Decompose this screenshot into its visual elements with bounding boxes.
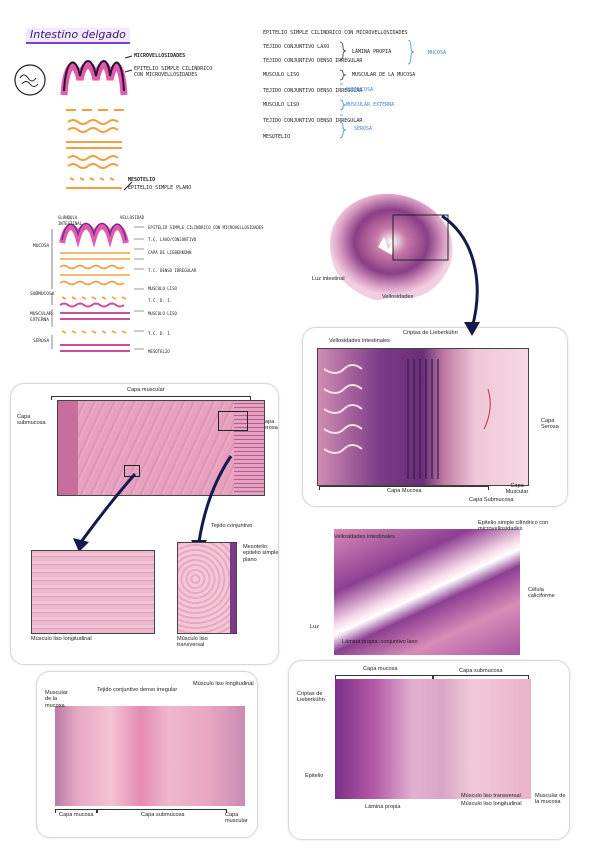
right-label: T.C. LAXO/CONJUNTIVO (148, 237, 197, 242)
label-longitudinal: Músculo liso longitudinal (461, 801, 522, 807)
mucosa-image (334, 529, 520, 655)
label-tejido-conjuntivo: Tejido conjuntivo (211, 523, 253, 529)
label-longitudinal: Músculo liso longitudinal (193, 681, 254, 687)
group-label-mucosa: MUCOSA (428, 50, 447, 56)
top-label: GLÁNDULA INTESTINAL (58, 215, 83, 226)
label-criptas: Criptas de Lieberkühn (297, 691, 325, 704)
muscle-image (57, 400, 265, 496)
label-criptas: Criptas de Lieberkühn (403, 330, 458, 336)
label-transversal: Músculo liso transversal (461, 793, 521, 799)
label-epitelio: EPITELIO SIMPLE CILINDRICO CON MICROVELL… (134, 66, 213, 78)
side-label: SEROSA (33, 339, 50, 344)
layer-row: MESOTELIO (263, 134, 291, 140)
longitudinal-muscle-image (31, 550, 155, 634)
layer-row: TEJIDO CONJUNTIVO LAXO (263, 44, 330, 50)
group-label: LÁMINA PROPIA (352, 49, 392, 55)
layers-image (335, 679, 531, 799)
bracket-capa-submucosa (97, 809, 227, 813)
layer-row: EPITELIO SIMPLE CILINDRICO CON MICROVELL… (263, 30, 408, 36)
right-label: MUSCULO LISO (148, 311, 177, 316)
label-vellosidades: Vellosidades intestinales (334, 534, 395, 540)
side-label: MUSCULAR EXTERNA (30, 312, 52, 323)
bracket-capa-muscular (51, 396, 251, 400)
villi-drawing (14, 55, 133, 191)
side-label: MUCOSA (33, 244, 50, 249)
panel-cross-section: Luz intestinal Vellosidades (300, 185, 470, 315)
panel-mucosa-detail: Vellosidades intestinales Epitelio simpl… (298, 513, 568, 663)
label-epitelio: Epitelio simple cilíndrico con microvell… (478, 520, 549, 533)
label-capa-serosa: Capa serosa (261, 419, 278, 432)
label-caliciforme: Célula caliciforme (528, 587, 555, 600)
bracket-capa-mucosa (335, 675, 433, 679)
lieberkuhn-image (317, 348, 529, 486)
arrow-icons (73, 455, 233, 554)
label-longitudinal: Músculo liso longitudinal (31, 636, 92, 642)
label-mesotelio: Mesotelio: epitelio simple plano (243, 544, 279, 563)
top-label: VELLOSIDAD (120, 215, 145, 220)
label-capa-submucosa: Capa Submucosa (469, 497, 514, 503)
label-muscular-mucosa: Muscular de la mucosa (45, 690, 68, 709)
label-capa-submucosa: Capa submucosa (459, 668, 503, 674)
panel-muscle: Capa muscular Capa submucosa Capa serosa… (10, 383, 279, 665)
arrow-down-icon (441, 214, 480, 336)
side-label: SUBMUCOSA (30, 292, 55, 297)
label-capa-mucosa: Capa Mucosa (387, 488, 422, 494)
layers-brackets (339, 40, 415, 139)
panel-lieberkuhn: Criptas de Lieberkühn Vellosidades intes… (302, 327, 568, 507)
label-vellosidades-intestinales: Vellosidades intestinales (329, 338, 390, 344)
label-capa-mucosa: Capa mucosa (59, 812, 94, 818)
layer-row: MUSCULO LISO (263, 72, 300, 78)
bracket-capa-mucosa (55, 809, 97, 813)
label-tejido: Tejido conjuntivo denso irregular (97, 687, 178, 693)
label-capa-mucosa: Capa mucosa (363, 666, 398, 672)
right-label: CAPA DE LIEBERKÜHN (148, 250, 192, 255)
label-muscular-mucosa: Muscular de la mucosa (535, 793, 566, 806)
label-capa-muscular: Capa muscular (225, 812, 248, 825)
layer-row: TEJIDO CONJUNTIVO DENSO IRREGULAR (263, 118, 363, 124)
bracket-mucosa (319, 486, 489, 490)
right-label: T.C. DENSO IRREGULAR (148, 268, 197, 273)
label-capa-submucosa: Capa submucosa (17, 414, 46, 427)
label-microvellosidades: MICROVELLOSIDADES (134, 53, 186, 59)
right-label: MESOTELIO (148, 349, 170, 354)
label-capa-muscular: Capa muscular (127, 387, 165, 393)
layer-row: TEJIDO CONJUNTIVO DENSO IRREGULAR (263, 88, 363, 94)
label-mesotelio: MESOTELIO (128, 177, 156, 183)
panel-layers: Capa mucosa Capa submucosa Criptas de Li… (288, 660, 570, 840)
label-lamina-propia: Lámina propia: conjuntivo laxo (342, 639, 418, 645)
label-luz: Luz (310, 624, 320, 630)
label-epitelio: Epitelio (305, 773, 324, 779)
label-vellosidades: Vellosidades (382, 294, 414, 300)
page-title: Intestino delgado (26, 28, 130, 44)
label-luz-intestinal: Luz intestinal (312, 276, 345, 282)
right-label: T.C. D. I. (148, 331, 173, 336)
layer-row: TEJIDO CONJUNTIVO DENSO IRREGULAR (263, 58, 363, 64)
intestine-icon (14, 64, 46, 96)
layer-row: MUSCULO LISO (263, 102, 300, 108)
label-capa-serosa: Capa Serosa (541, 418, 559, 431)
label-capa-muscular: Capa Muscular (505, 483, 529, 496)
transversal-muscle-image (177, 542, 237, 634)
group-label: MUSCULAR EXTERNA (346, 102, 395, 108)
right-label: MUSCULO LISO (148, 286, 177, 291)
bracket-capa-submucosa (433, 675, 529, 679)
label-mesotelio-sub: EPITELIO SIMPLE PLANO (128, 185, 192, 191)
group-label: MUSCULAR DE LA MUCOSA (352, 72, 416, 78)
right-label: EPITELIO SIMPLE CILINDRICO CON MICROVELL… (148, 225, 264, 230)
label-transversal: Músculo liso transversal (177, 636, 208, 649)
panel-submucosa: Muscular de la mucosa Tejido conjuntivo … (36, 671, 258, 838)
group-label: SEROSA (354, 126, 373, 132)
group-label: SUBMUCOSA (346, 87, 374, 93)
layers-drawing (51, 222, 144, 352)
right-label: T.C. D. I. (148, 298, 173, 303)
submucosa-image (55, 706, 245, 806)
label-capa-submucosa: Capa submucosa (141, 812, 185, 818)
label-lamina-propia: Lámina propia (365, 804, 401, 810)
cross-section-image (330, 193, 453, 301)
